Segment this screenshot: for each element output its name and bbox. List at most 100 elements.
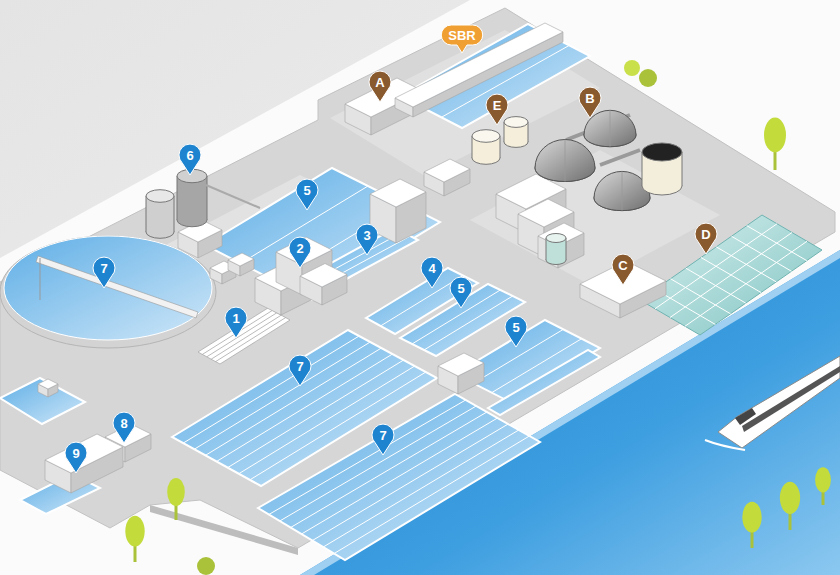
- pin-marker: [296, 179, 318, 210]
- greenhouse-rib: [655, 224, 777, 309]
- pin-marker: [695, 223, 717, 254]
- pin-marker: [579, 87, 601, 118]
- ship-wake: [705, 440, 745, 450]
- pin-shape: [93, 257, 115, 288]
- pin-marker: [225, 307, 247, 338]
- bush: [197, 557, 215, 575]
- pin-marker: [441, 25, 482, 53]
- building-roof: [438, 353, 484, 376]
- pin-shape: [505, 316, 527, 347]
- pin-marker: [372, 424, 394, 455]
- callout-number: C: [618, 259, 627, 272]
- basin-divider: [323, 430, 519, 547]
- dome-seam: [622, 171, 623, 210]
- basin-divider: [269, 400, 466, 515]
- screw-pump-ramp: [198, 308, 290, 364]
- pin-shape: [289, 237, 311, 268]
- pin-marker: [421, 257, 443, 288]
- pin-marker: [450, 277, 472, 308]
- dome-seam: [565, 140, 566, 182]
- pin-shape: [441, 25, 482, 53]
- storage-tank: [566, 238, 567, 260]
- callout-number: 9: [72, 447, 79, 460]
- callout-number: 1: [232, 312, 239, 325]
- gas-storage-tank: [642, 152, 643, 186]
- sludge-thickener: [146, 196, 147, 232]
- clarifier-post: [40, 258, 41, 300]
- gas-holder: [472, 130, 500, 143]
- callout-number: 5: [303, 184, 310, 197]
- sludge-thickener: [177, 176, 178, 220]
- tree-crown: [764, 118, 786, 153]
- tree-crown: [815, 467, 831, 492]
- callout-number: 7: [100, 262, 107, 275]
- pin-marker: [289, 237, 311, 268]
- pin-marker: [179, 144, 201, 175]
- tree-crown: [742, 502, 761, 533]
- bush: [639, 69, 657, 87]
- storage-tank: [546, 234, 566, 243]
- callout-number: 7: [379, 429, 386, 442]
- bush: [624, 60, 640, 76]
- callout-number: 5: [457, 282, 464, 295]
- ship-hull: [718, 356, 840, 448]
- sbr-tank: [400, 24, 590, 128]
- pin-marker: [65, 442, 87, 473]
- pin-marker: [93, 257, 115, 288]
- pin-marker: [289, 355, 311, 386]
- building-roof: [38, 379, 58, 389]
- basin-divider: [302, 418, 498, 534]
- gas-holder: [504, 117, 528, 128]
- tree-crown: [125, 516, 144, 547]
- pin-shape: [369, 71, 391, 102]
- callout-number: 7: [296, 360, 303, 373]
- callout-number: 8: [120, 417, 127, 430]
- pin-marker: [486, 94, 508, 125]
- basin: [488, 350, 600, 415]
- basin-divider: [312, 424, 508, 541]
- pin-shape: [113, 412, 135, 443]
- gas-storage-tank: [682, 152, 683, 186]
- pin-shape: [421, 257, 443, 288]
- pin-marker: [356, 224, 378, 255]
- pin-marker: [113, 412, 135, 443]
- tree-crown: [167, 478, 185, 506]
- pin-shape: [372, 424, 394, 455]
- callout-number: 2: [296, 242, 303, 255]
- drying-greenhouse: [640, 215, 822, 335]
- callout-number: 4: [428, 262, 435, 275]
- sludge-thickener: [174, 196, 175, 232]
- pin-marker: [505, 316, 527, 347]
- greenhouse-rib: [685, 241, 807, 326]
- gas-storage-tank: [642, 143, 682, 161]
- clarifier-bridge: [36, 256, 198, 318]
- sludge-thickener: [207, 176, 208, 220]
- building-roof: [518, 199, 574, 227]
- callout-number: 6: [186, 149, 193, 162]
- gas-holder: [504, 122, 505, 142]
- callout-number: SBR: [448, 29, 475, 42]
- clarifier: [4, 236, 212, 340]
- basin-divider: [334, 436, 529, 554]
- callout-number: 3: [363, 229, 370, 242]
- greenhouse-rib: [670, 233, 792, 318]
- ship-cabin: [735, 408, 756, 425]
- inlet-channel: [0, 378, 85, 424]
- pin-shape: [225, 307, 247, 338]
- basin-divider: [205, 348, 381, 455]
- pin-shape: [356, 224, 378, 255]
- building-roof: [370, 179, 426, 207]
- basin-divider: [424, 296, 513, 350]
- callout-number: B: [585, 92, 594, 105]
- pin-shape: [296, 179, 318, 210]
- pin-shape: [579, 87, 601, 118]
- pin-shape: [289, 355, 311, 386]
- callout-number: 5: [512, 321, 519, 334]
- dome-seam: [610, 110, 611, 146]
- pin-marker: [612, 254, 634, 285]
- building-roof: [228, 253, 254, 266]
- callout-number: D: [701, 228, 710, 241]
